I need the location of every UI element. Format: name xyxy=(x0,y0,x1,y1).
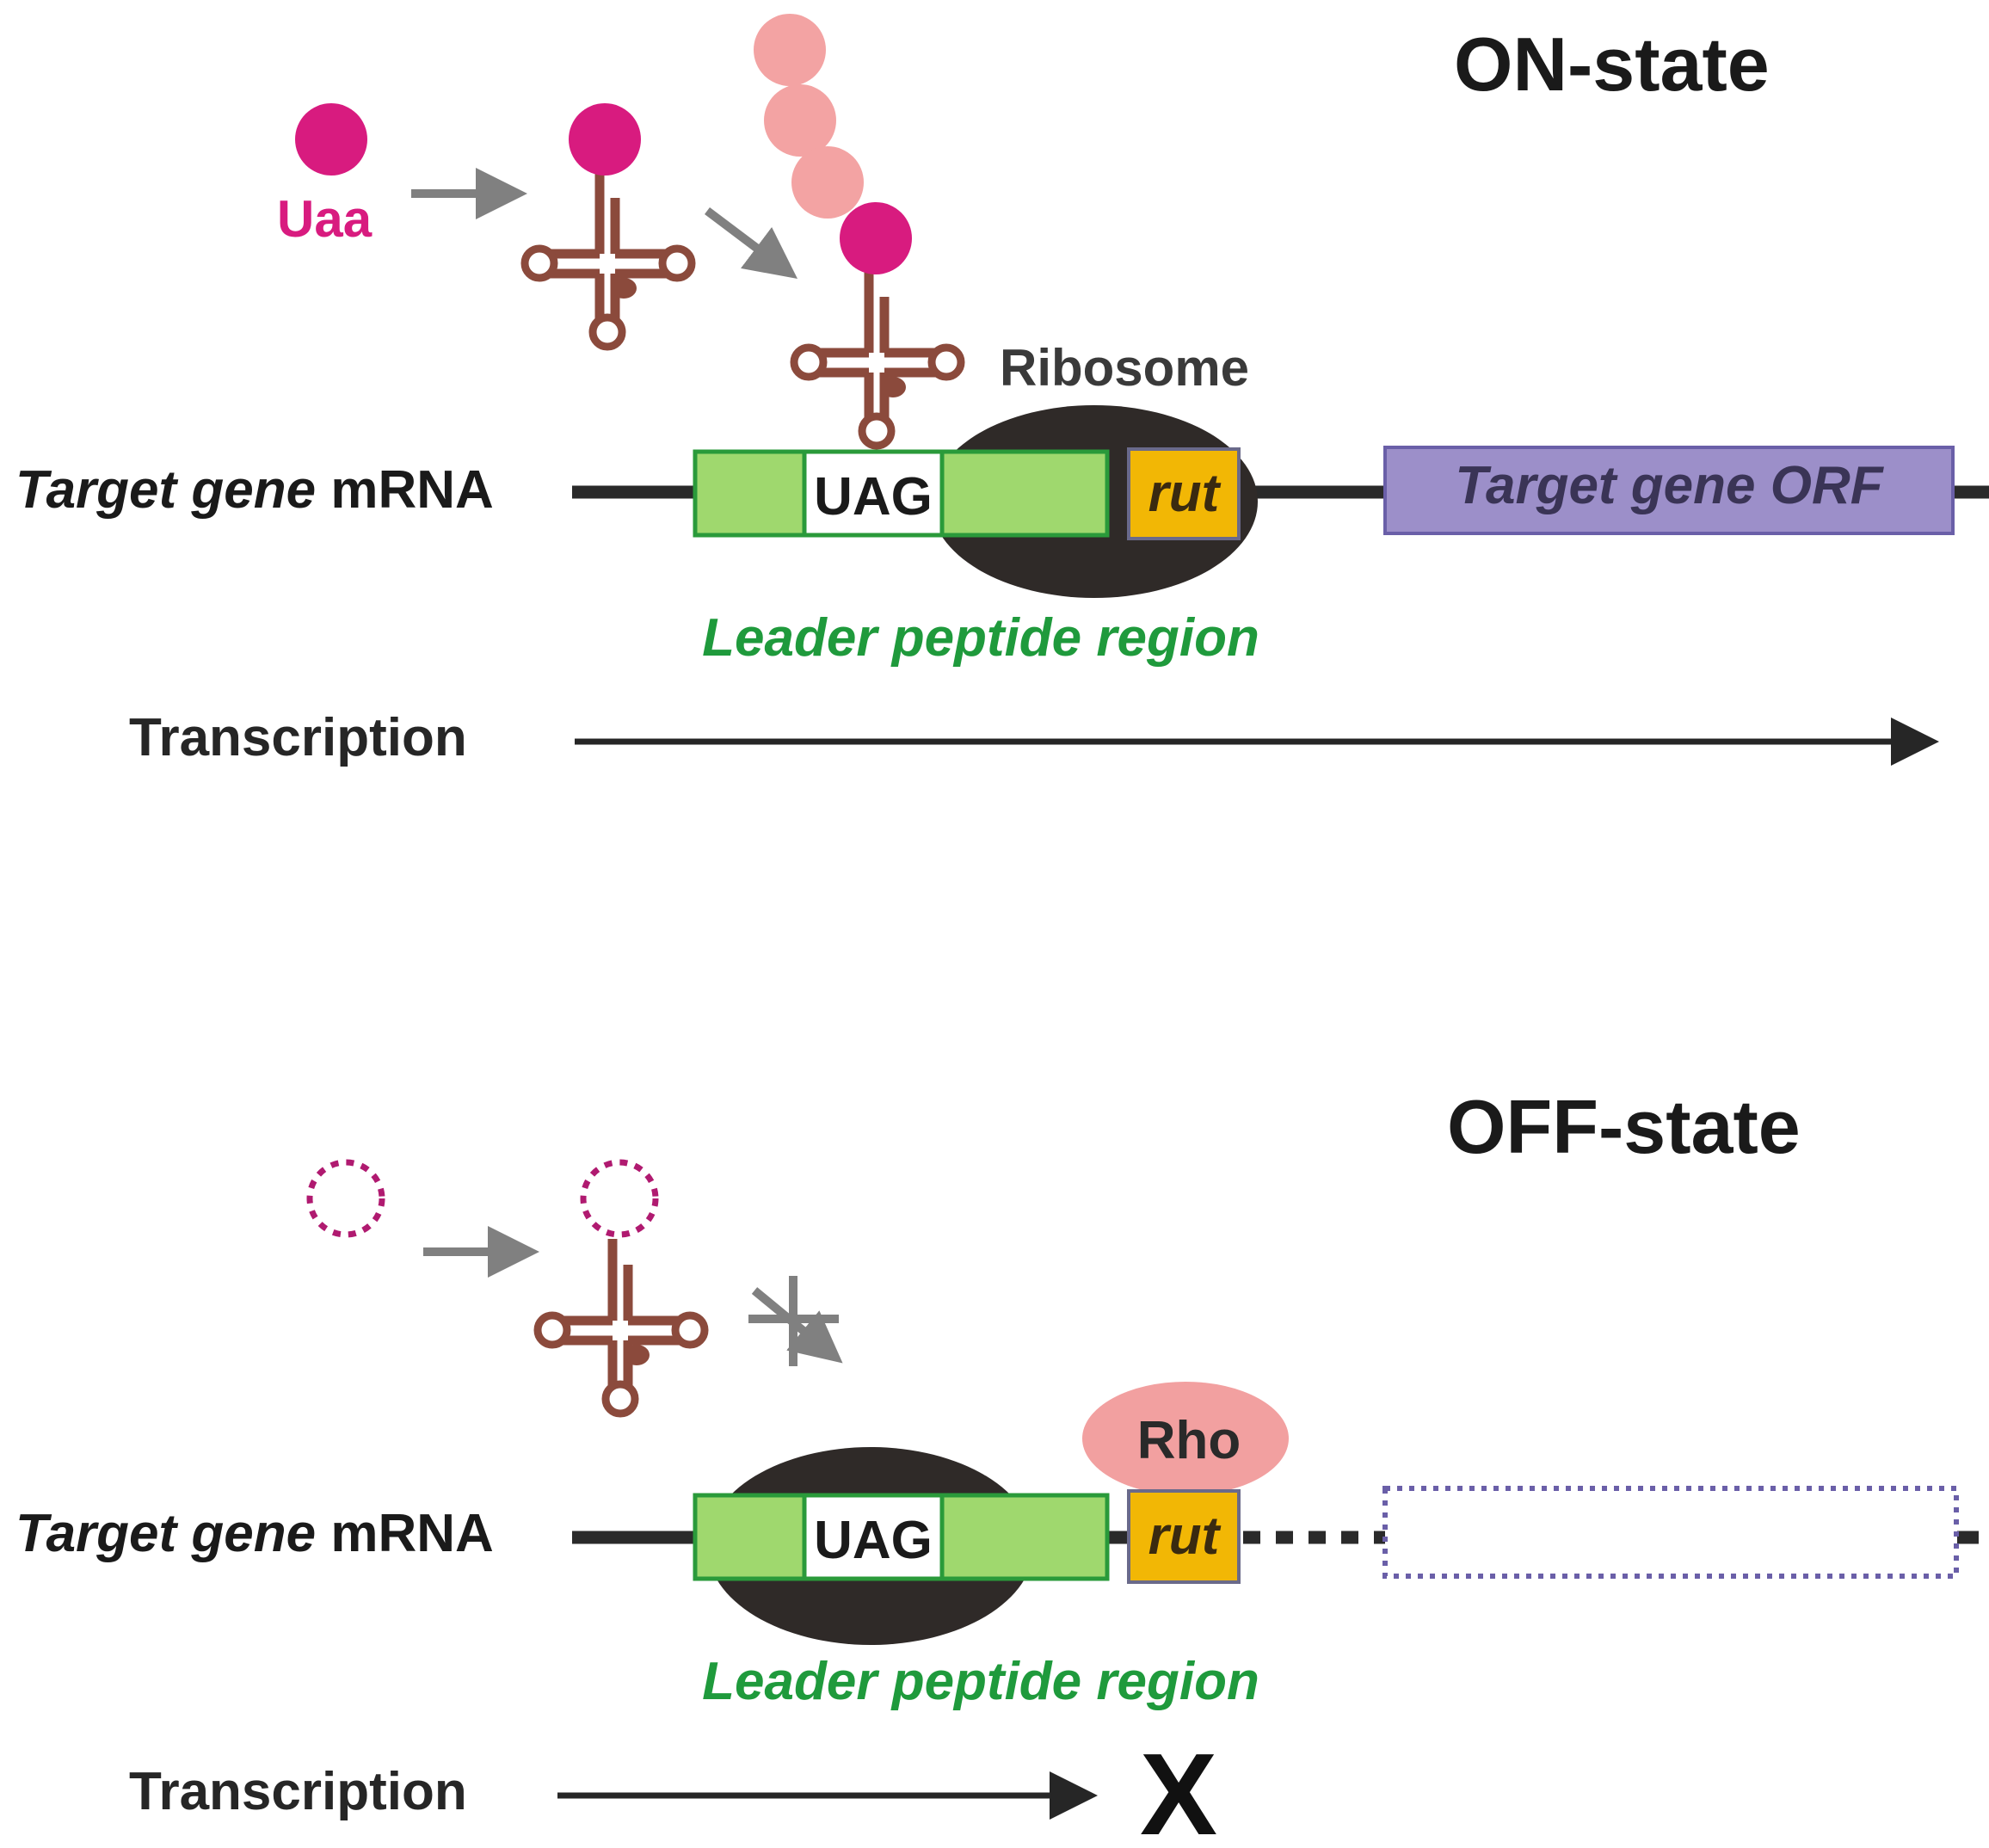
mrna-label: Target gene mRNA xyxy=(15,460,494,520)
transcription-label: Transcription xyxy=(129,708,467,767)
orf-box xyxy=(1383,446,1955,535)
leader-box-right xyxy=(939,1493,1110,1581)
peptide-chain-icon xyxy=(754,14,864,219)
off-state-panel: OFF-state Rho UAG rut xyxy=(15,1084,1979,1848)
ribosome-label: Ribosome xyxy=(1000,339,1249,397)
rut-label: rut xyxy=(1148,464,1222,523)
uaa-circle-icon xyxy=(569,103,641,176)
leader-region-label: Leader peptide region xyxy=(702,608,1259,668)
uag-codon-box xyxy=(802,449,945,538)
uag-codon-box xyxy=(802,1493,945,1581)
mrna-label-italic: Target gene xyxy=(15,1504,316,1563)
leader-box-right xyxy=(939,449,1110,538)
orf-label: Target gene ORF xyxy=(1455,456,1884,515)
blocked-delivery-arrow xyxy=(748,1276,843,1366)
leader-box-left xyxy=(693,449,807,538)
on-state-title: ON-state xyxy=(1454,22,1770,107)
trna-icon xyxy=(794,271,961,446)
uaa-circle-icon xyxy=(295,103,367,176)
rho-protein-shape xyxy=(1082,1382,1289,1495)
mrna-label: Target gene mRNA xyxy=(15,1504,494,1563)
trna-icon xyxy=(538,1239,705,1414)
absent-orf-box xyxy=(1382,1486,1959,1579)
rut-box xyxy=(1127,447,1241,540)
trna-icon xyxy=(525,172,692,347)
mrna-label-plain: mRNA xyxy=(316,460,494,520)
uaa-circle-icon xyxy=(840,202,912,274)
empty-uaa-circle-icon xyxy=(580,1159,659,1238)
leader-box-left xyxy=(693,1493,807,1581)
rut-label: rut xyxy=(1148,1506,1222,1566)
mrna-label-plain: mRNA xyxy=(316,1504,494,1563)
off-state-title: OFF-state xyxy=(1447,1084,1801,1169)
uag-codon-label: UAG xyxy=(814,467,933,527)
transcription-label: Transcription xyxy=(129,1762,467,1821)
termination-mark: X xyxy=(1140,1729,1217,1848)
rut-box xyxy=(1127,1489,1241,1584)
delivery-arrow xyxy=(704,207,797,280)
uaa-label: Uaa xyxy=(277,190,373,248)
mrna-label-italic: Target gene xyxy=(15,460,316,520)
rho-label: Rho xyxy=(1137,1411,1241,1470)
leader-region-label: Leader peptide region xyxy=(702,1652,1259,1711)
empty-uaa-circle-icon xyxy=(306,1159,385,1238)
on-state-panel: ON-state Uaa Ribosome xyxy=(15,14,1989,767)
uag-codon-label: UAG xyxy=(814,1511,933,1570)
